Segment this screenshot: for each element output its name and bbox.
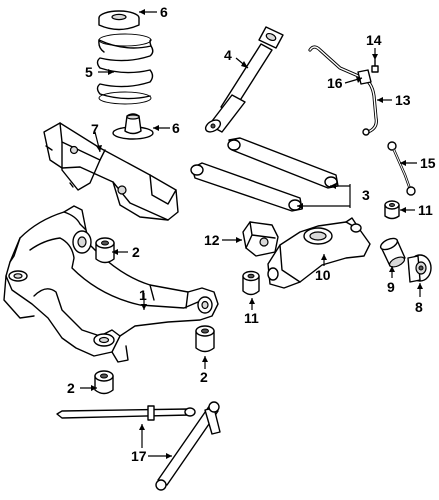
- shock-absorber: [204, 26, 284, 133]
- callout-6a: 6: [160, 4, 168, 20]
- callout-15: 15: [420, 155, 436, 171]
- subframe-bushing-b: [195, 325, 215, 353]
- stabilizer-bushing: [357, 69, 372, 85]
- leader-arrowheads: [91, 9, 423, 459]
- callout-10: 10: [315, 267, 331, 283]
- callout-16: 16: [327, 75, 343, 91]
- callout-11a: 11: [244, 310, 259, 326]
- mounting-bracket: [242, 221, 279, 257]
- callout-14: 14: [366, 32, 382, 48]
- tie-rod-brace: [56, 401, 221, 491]
- callout-1: 1: [139, 287, 147, 303]
- stabilizer-bar: [308, 45, 378, 136]
- control-arm-bushing-a: [242, 270, 260, 296]
- callout-2b: 2: [200, 369, 208, 385]
- stabilizer-link: [387, 141, 416, 196]
- callout-12: 12: [204, 232, 220, 248]
- callout-8: 8: [415, 299, 423, 315]
- callout-6b: 6: [172, 120, 180, 136]
- coil-spring: [96, 33, 154, 105]
- control-arm-bushing-b: [384, 200, 400, 220]
- lateral-link-lower: [190, 162, 303, 212]
- callout-11b: 11: [418, 202, 433, 218]
- callout-4: 4: [224, 47, 232, 63]
- callout-2c: 2: [67, 380, 75, 396]
- callout-2a: 2: [132, 244, 140, 260]
- bushing-clamp-bolt: [371, 59, 379, 73]
- knuckle-bushing: [379, 237, 406, 268]
- lower-control-arm: [267, 217, 371, 289]
- subframe-bushing-a: [95, 237, 115, 264]
- callout-3: 3: [362, 187, 370, 203]
- callout-17: 17: [131, 448, 147, 464]
- wheel-hub: [407, 254, 432, 283]
- spring-insulator-top: [98, 10, 140, 31]
- rear-subframe: [3, 205, 219, 363]
- spring-isolator-lower: [112, 113, 154, 140]
- subframe-bushing-c: [94, 370, 114, 395]
- callout-labels: 1 2 2 2 3 4 5 6 6 7 8 9 10 11 11 12 13 1…: [67, 4, 436, 464]
- callout-5: 5: [85, 64, 93, 80]
- callout-13: 13: [395, 92, 411, 108]
- callout-9: 9: [387, 279, 395, 295]
- suspension-crossmember: [43, 122, 179, 221]
- callout-7: 7: [91, 121, 99, 137]
